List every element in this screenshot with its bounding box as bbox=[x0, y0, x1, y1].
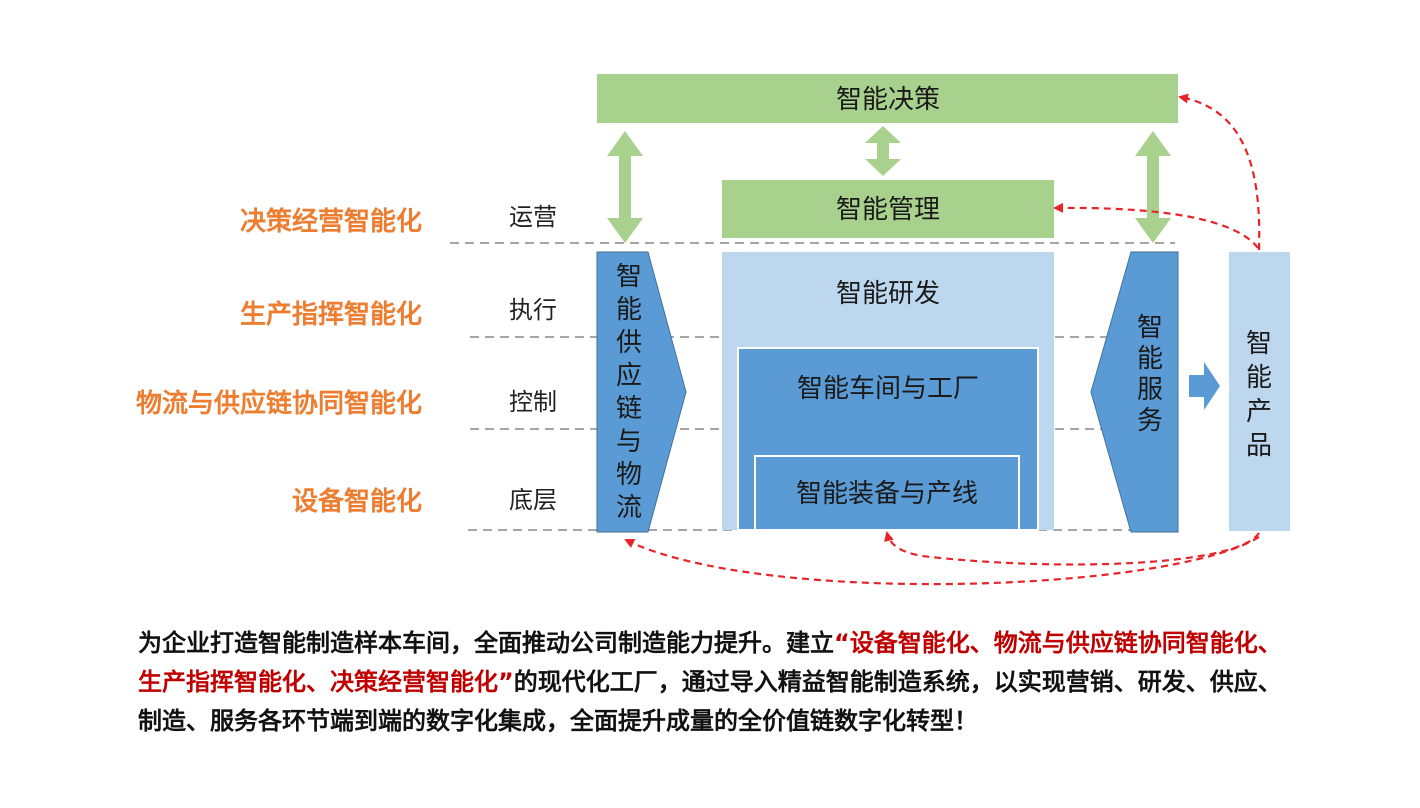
layer-label-operation: 运营 bbox=[509, 203, 557, 231]
level-label-production: 生产指挥智能化 bbox=[240, 299, 422, 330]
layer-label-base: 底层 bbox=[509, 486, 557, 514]
double-arrow-right bbox=[1135, 131, 1171, 243]
level-label-logistics: 物流与供应链协同智能化 bbox=[136, 388, 422, 419]
supply-chain-char: 物 bbox=[616, 460, 642, 490]
feedback-arrow-to-decision bbox=[1178, 93, 1261, 251]
supply-chain-char: 智 bbox=[616, 262, 642, 292]
description-lead: 为企业打造智能制造样本车间，全面推动公司制造能力提升。建立 bbox=[138, 629, 834, 657]
smart-workshop-label: 智能车间与工厂 bbox=[797, 374, 979, 404]
description-highlight: “设备智能化、物流与供应链协同智能化、生产指挥智能化、决策经营智能化” bbox=[138, 629, 1282, 696]
feedback-arrow-to-supply-chain bbox=[624, 536, 1260, 586]
product-char: 产 bbox=[1246, 397, 1272, 427]
smart-management-label: 智能管理 bbox=[836, 195, 940, 225]
supply-chain-char: 流 bbox=[616, 493, 642, 523]
description-paragraph: 为企业打造智能制造样本车间，全面推动公司制造能力提升。建立“设备智能化、物流与供… bbox=[138, 624, 1298, 741]
smart-supply-chain-shape bbox=[596, 251, 687, 533]
service-char: 服 bbox=[1137, 375, 1163, 405]
description-rest: 的现代化工厂，通过导入精益智能制造系统，以实现营销、研发、供应、制造、服务各环节… bbox=[138, 668, 1282, 735]
level-label-equipment: 设备智能化 bbox=[292, 486, 422, 517]
smart-equipment-label: 智能装备与产线 bbox=[796, 479, 978, 509]
smart-management-box bbox=[722, 180, 1054, 238]
smart-product-label: 智 能 产 品 bbox=[1246, 329, 1272, 461]
smart-service-shape bbox=[1090, 251, 1179, 533]
service-char: 务 bbox=[1137, 406, 1163, 436]
supply-chain-char: 与 bbox=[616, 427, 642, 457]
smart-supply-chain-label: 智 能 供 应 链 与 物 流 bbox=[616, 262, 642, 523]
product-char: 能 bbox=[1246, 363, 1272, 393]
layer-label-control: 控制 bbox=[509, 388, 557, 416]
supply-chain-char: 供 bbox=[616, 328, 642, 358]
smart-factory-diagram: 决策经营智能化 生产指挥智能化 物流与供应链协同智能化 设备智能化 运营 执行 … bbox=[136, 74, 1290, 586]
supply-chain-char: 应 bbox=[616, 361, 642, 391]
right-arrow-icon bbox=[1189, 362, 1220, 410]
feedback-arrow-to-management bbox=[1053, 202, 1259, 249]
double-arrow-left bbox=[607, 131, 643, 243]
service-char: 智 bbox=[1137, 313, 1163, 343]
smart-rnd-label: 智能研发 bbox=[836, 279, 940, 309]
feedback-arrow-to-equipment bbox=[884, 531, 1260, 566]
smart-service-label: 智 能 服 务 bbox=[1137, 313, 1163, 436]
smart-decision-box bbox=[597, 74, 1178, 123]
smart-decision-label: 智能决策 bbox=[836, 85, 940, 115]
level-label-decision: 决策经营智能化 bbox=[240, 206, 422, 237]
product-char: 品 bbox=[1246, 431, 1272, 461]
supply-chain-char: 能 bbox=[616, 295, 642, 325]
feedback-arrows bbox=[624, 93, 1261, 586]
smart-equipment-box bbox=[754, 455, 1020, 531]
double-arrow-center bbox=[865, 126, 901, 176]
smart-product-box bbox=[1229, 252, 1290, 531]
service-char: 能 bbox=[1137, 344, 1163, 374]
layer-label-execution: 执行 bbox=[509, 296, 557, 324]
product-char: 智 bbox=[1246, 329, 1272, 359]
supply-chain-char: 链 bbox=[616, 394, 642, 424]
